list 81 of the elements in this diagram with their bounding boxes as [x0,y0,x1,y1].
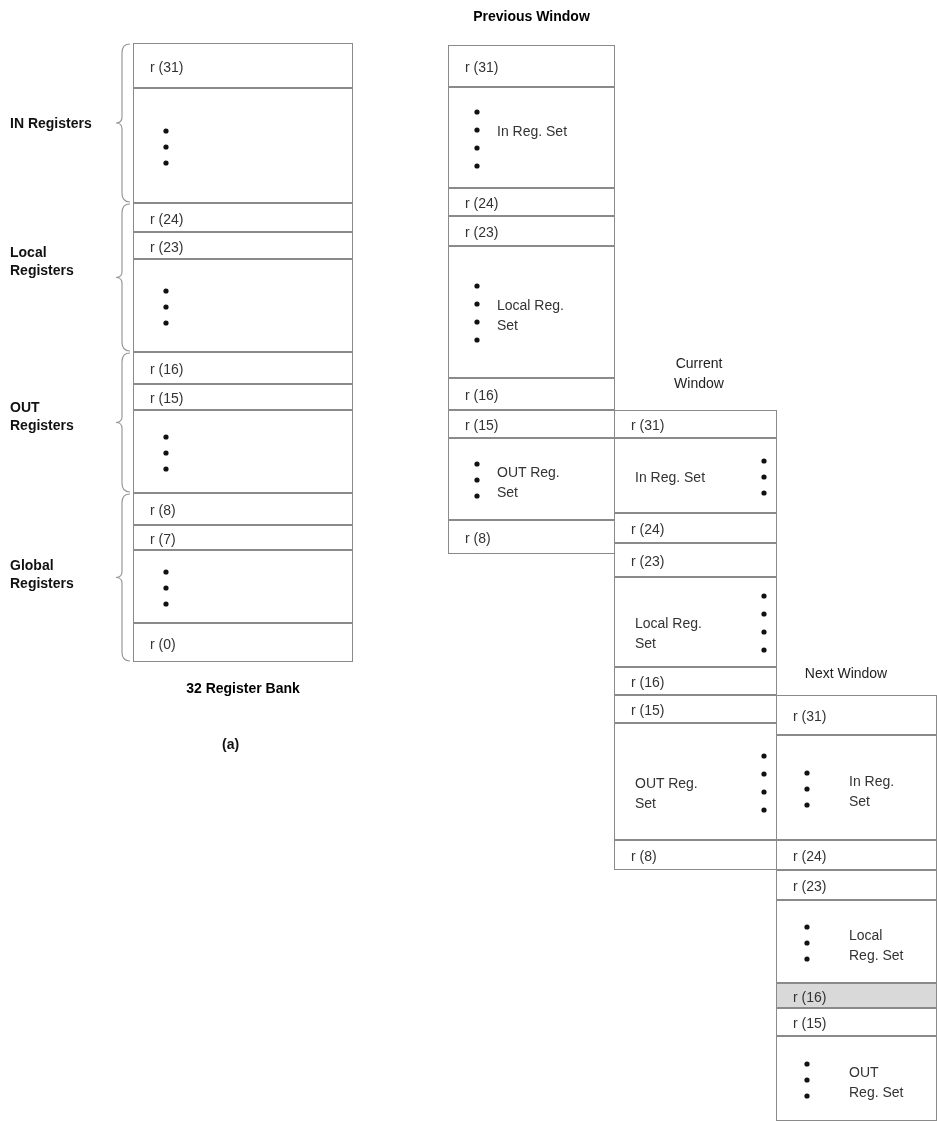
window-heading: Next Window [803,664,889,683]
register-cell [448,188,615,216]
register-cell [614,410,777,438]
register-name: r (24) [465,194,499,212]
register-set-label: OUT Reg. Set [497,463,561,502]
register-set-label: In Reg. Set [497,122,569,141]
register-cell [614,543,777,577]
register-cell [448,438,615,520]
register-cell [776,1008,937,1036]
register-name: r (23) [465,223,499,241]
register-cell [133,43,353,88]
register-cell [448,45,615,87]
register-name: r (16) [465,386,499,404]
register-cell [133,352,353,384]
register-cell [448,410,615,438]
register-set-label: OUT Reg. Set [635,774,699,813]
register-cell [133,493,353,525]
register-name: r (16) [631,673,665,691]
register-cell [133,259,353,352]
register-name: r (23) [631,552,665,570]
register-cell [614,840,777,870]
register-cell [133,232,353,259]
register-name: r (24) [631,520,665,538]
register-cell [776,983,937,1008]
register-cell [614,577,777,667]
register-cell [776,870,937,900]
register-cell [133,203,353,232]
register-group-label: OUT Registers [10,398,75,434]
register-cell [614,438,777,513]
register-name: r (8) [150,501,176,519]
figure-label: (a) [222,735,240,753]
register-cell [133,550,353,623]
register-cell [448,378,615,410]
register-cell [448,246,615,378]
register-cell [614,723,777,840]
register-cell [133,410,353,493]
register-name: r (31) [793,707,827,725]
register-cell [133,525,353,550]
register-cell [133,88,353,203]
register-cell [776,735,937,840]
register-set-label: Local Reg. Set [849,926,905,965]
register-set-label: In Reg. Set [849,772,896,811]
register-name: r (31) [150,58,184,76]
register-name: r (24) [150,210,184,228]
register-set-label: In Reg. Set [635,468,707,487]
register-name: r (15) [631,701,665,719]
register-name: r (23) [793,877,827,895]
register-name: r (16) [793,988,827,1006]
register-cell [776,1036,937,1121]
register-set-label: Local Reg. Set [497,296,565,335]
register-cell [448,216,615,246]
register-name: r (15) [150,389,184,407]
register-cell [448,87,615,188]
register-name: r (8) [631,847,657,865]
register-name: r (8) [465,529,491,547]
register-cell [776,900,937,983]
register-name: r (0) [150,635,176,653]
register-name: r (15) [793,1014,827,1032]
bank-caption: 32 Register Bank [185,679,301,698]
window-heading: Previous Window [472,7,591,26]
register-name: r (16) [150,360,184,378]
register-cell [448,520,615,554]
register-name: r (24) [793,847,827,865]
register-cell [614,513,777,543]
register-name: r (31) [631,416,665,434]
register-group-label: Local Registers [10,243,75,279]
register-group-label: Global Registers [10,556,75,592]
register-name: r (31) [465,58,499,76]
register-group-label: IN Registers [10,114,93,132]
register-name: r (7) [150,530,176,548]
register-cell [133,384,353,410]
register-cell [614,667,777,695]
register-name: r (23) [150,238,184,256]
register-cell [614,695,777,723]
window-heading: Current Window [673,354,725,393]
register-cell [133,623,353,662]
register-set-label: Local Reg. Set [635,614,703,653]
register-cell [776,840,937,870]
register-cell [776,695,937,735]
register-name: r (15) [465,416,499,434]
register-set-label: OUT Reg. Set [849,1063,905,1102]
